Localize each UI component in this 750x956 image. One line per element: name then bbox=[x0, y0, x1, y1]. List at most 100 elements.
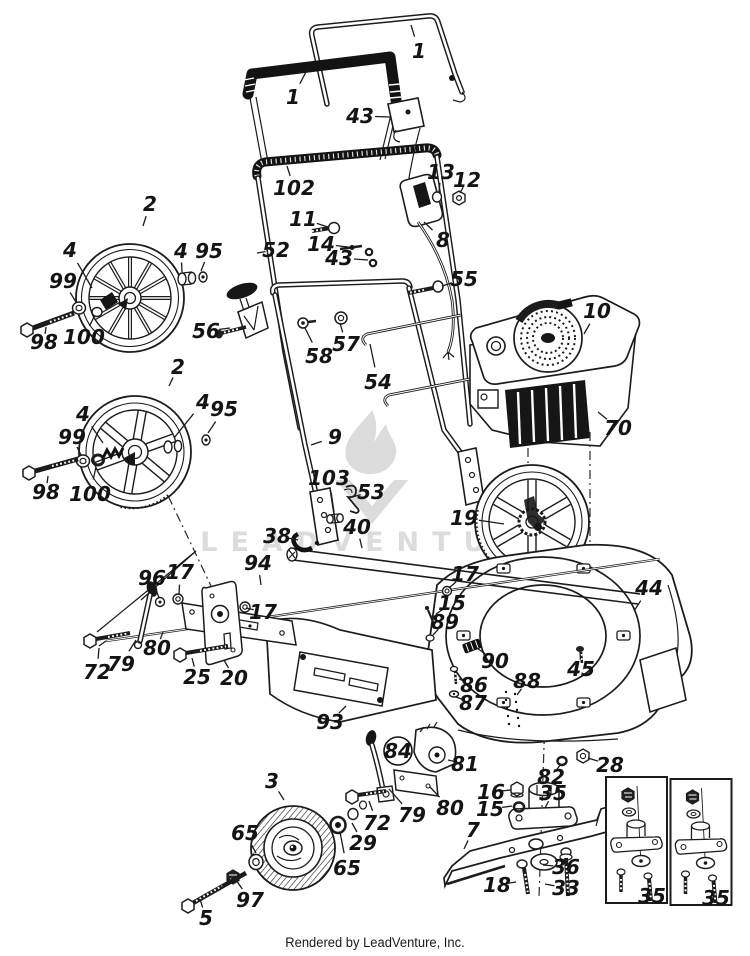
leader-line bbox=[250, 843, 257, 854]
leader-line bbox=[155, 588, 160, 599]
part-label-4: 4 bbox=[75, 402, 90, 426]
throttle-control bbox=[387, 97, 466, 361]
part-label-25: 25 bbox=[183, 665, 211, 689]
leader-line bbox=[245, 607, 254, 611]
bolt-72-right bbox=[345, 789, 387, 805]
part-label-44: 44 bbox=[634, 576, 663, 600]
part-label-17: 17 bbox=[249, 600, 277, 624]
part-label-98: 98 bbox=[30, 330, 58, 354]
blade-bolt-33 bbox=[559, 847, 573, 897]
blade-adapter-35 bbox=[508, 781, 578, 830]
axle-hardware-lower bbox=[22, 434, 211, 481]
leader-line bbox=[76, 262, 93, 289]
part-label-52: 52 bbox=[262, 238, 290, 262]
deck-skirt-dots bbox=[504, 690, 521, 728]
upper-handle-bar bbox=[308, 13, 466, 107]
handle-frame-lower bbox=[269, 278, 485, 546]
blade-bolt-18 bbox=[516, 859, 530, 895]
clip-38 bbox=[291, 531, 320, 553]
leader-line bbox=[259, 575, 262, 586]
handle-grip-bar bbox=[242, 51, 402, 164]
leader-line bbox=[97, 647, 100, 659]
leader-line bbox=[304, 327, 313, 343]
part-label-10: 10 bbox=[583, 299, 611, 323]
leader-line bbox=[191, 657, 195, 667]
pin-103 bbox=[326, 513, 344, 524]
chute-deflector bbox=[265, 617, 437, 723]
part-label-86: 86 bbox=[460, 673, 488, 697]
part-label-79: 79 bbox=[107, 652, 135, 676]
leader-line bbox=[502, 805, 513, 808]
part-label-36: 36 bbox=[552, 855, 580, 879]
leader-line bbox=[441, 282, 453, 287]
part-label-102: 102 bbox=[273, 176, 315, 200]
leader-line bbox=[368, 800, 374, 812]
leader-line bbox=[507, 881, 517, 884]
part-label-95: 95 bbox=[210, 397, 238, 421]
leader-line bbox=[316, 222, 329, 228]
leader-line bbox=[544, 800, 550, 809]
part-label-53: 53 bbox=[357, 480, 385, 504]
adapter-kit-contents bbox=[610, 785, 663, 902]
part-label-20: 20 bbox=[220, 666, 248, 690]
leader-line bbox=[286, 165, 291, 177]
leader-line bbox=[351, 822, 358, 833]
part-label-98: 98 bbox=[32, 480, 60, 504]
leader-line bbox=[476, 647, 486, 655]
leader-line bbox=[353, 258, 369, 261]
wheel-front bbox=[181, 800, 368, 914]
leader-line bbox=[200, 261, 206, 272]
leader-lines bbox=[44, 24, 642, 908]
leader-line bbox=[69, 292, 77, 303]
part-label-12: 12 bbox=[453, 168, 481, 192]
part-label-95: 95 bbox=[195, 239, 223, 263]
leader-line bbox=[351, 494, 361, 498]
part-label-43: 43 bbox=[345, 104, 374, 128]
bolt-72-left bbox=[83, 631, 131, 649]
part-label-84: 84 bbox=[384, 739, 412, 763]
leader-line bbox=[455, 696, 464, 701]
axle-hardware-upper bbox=[20, 271, 208, 338]
flange-nut-57 bbox=[334, 311, 348, 325]
part-label-15: 15 bbox=[438, 591, 466, 615]
leader-line bbox=[173, 413, 195, 439]
part-label-93: 93 bbox=[316, 710, 344, 734]
leader-line bbox=[88, 316, 95, 327]
part-label-8: 8 bbox=[436, 228, 450, 252]
wingnut-knob-56 bbox=[215, 282, 269, 340]
part-label-54: 54 bbox=[364, 370, 392, 394]
leader-line bbox=[159, 631, 164, 640]
leader-line bbox=[448, 581, 457, 589]
leader-line bbox=[338, 705, 347, 714]
part-label-35: 35 bbox=[702, 886, 730, 910]
leader-line bbox=[223, 659, 230, 669]
part-label-82: 82 bbox=[537, 765, 565, 789]
leader-line bbox=[542, 864, 554, 867]
front-axle-hardware bbox=[181, 800, 368, 914]
right-lever-assembly bbox=[345, 721, 457, 805]
leader-line bbox=[410, 24, 416, 37]
leader-line bbox=[447, 759, 456, 763]
leader-line bbox=[583, 323, 591, 335]
engine bbox=[469, 294, 641, 448]
part-label-13: 13 bbox=[427, 160, 455, 184]
leader-line bbox=[128, 639, 137, 652]
part-label-40: 40 bbox=[342, 515, 371, 539]
left-lever-assembly bbox=[83, 580, 297, 666]
part-label-5: 5 bbox=[199, 906, 213, 930]
leader-line bbox=[330, 492, 335, 513]
deck-hardware bbox=[425, 585, 584, 698]
part-label-58: 58 bbox=[305, 344, 333, 368]
part-label-19: 19 bbox=[450, 506, 478, 530]
part-label-28: 28 bbox=[596, 753, 624, 777]
leader-line bbox=[438, 182, 441, 193]
footer-credit: Rendered by LeadVenture, Inc. bbox=[285, 935, 465, 950]
leader-line bbox=[458, 678, 466, 683]
part-label-87: 87 bbox=[459, 691, 487, 715]
leader-line bbox=[339, 831, 345, 854]
leader-line bbox=[555, 763, 562, 771]
leader-line bbox=[463, 840, 469, 850]
cable-clip-43 bbox=[339, 244, 378, 268]
